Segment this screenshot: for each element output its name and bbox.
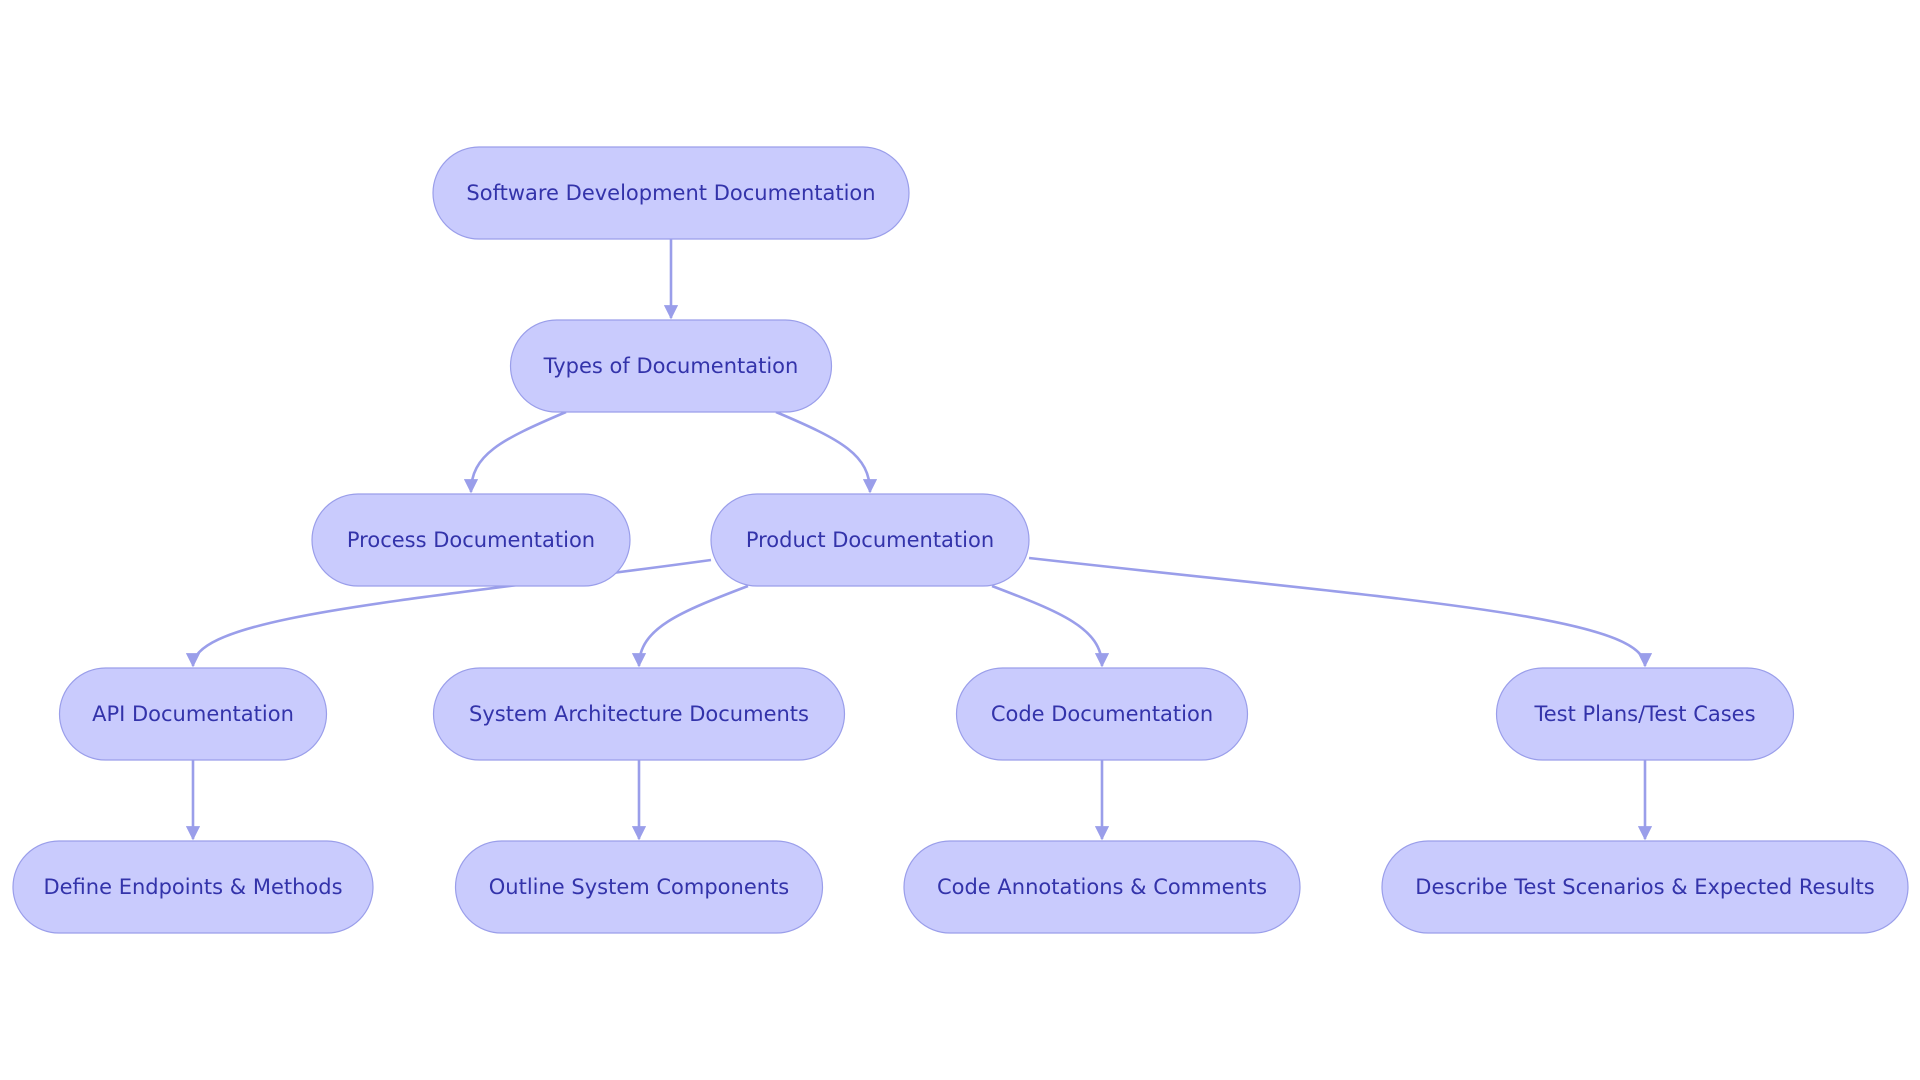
edge-types-to-product <box>775 410 878 494</box>
node-api-shape <box>58 667 328 761</box>
node-components: Outline System Components <box>454 840 824 934</box>
node-code-label: Code Documentation <box>991 702 1213 726</box>
node-annotations-label: Code Annotations & Comments <box>937 875 1267 899</box>
node-root-label: Software Development Documentation <box>466 181 875 205</box>
nodes: Software Development DocumentationTypes … <box>12 146 1909 934</box>
node-annotations-shape <box>903 840 1301 934</box>
node-root-shape <box>432 146 910 240</box>
node-code-shape <box>955 667 1249 761</box>
edge-product-to-sysarch <box>631 584 749 668</box>
node-product-shape <box>710 493 1030 587</box>
edge-product-to-code <box>991 584 1110 668</box>
node-endpoints-shape <box>12 840 374 934</box>
node-api: API Documentation <box>58 667 328 761</box>
node-test-label: Test Plans/Test Cases <box>1533 702 1755 726</box>
node-test: Test Plans/Test Cases <box>1495 667 1795 761</box>
edge-product-to-test <box>1028 556 1653 668</box>
node-endpoints: Define Endpoints & Methods <box>12 840 374 934</box>
node-scenarios-shape <box>1381 840 1909 934</box>
node-components-label: Outline System Components <box>489 875 790 899</box>
node-api-label: API Documentation <box>92 702 294 726</box>
node-sysarch: System Architecture Documents <box>432 667 846 761</box>
node-sysarch-shape <box>432 667 846 761</box>
node-types-label: Types of Documentation <box>543 354 799 378</box>
node-process-shape <box>311 493 631 587</box>
node-annotations: Code Annotations & Comments <box>903 840 1301 934</box>
node-code: Code Documentation <box>955 667 1249 761</box>
node-components-shape <box>454 840 824 934</box>
node-types: Types of Documentation <box>509 319 833 413</box>
node-product: Product Documentation <box>710 493 1030 587</box>
node-scenarios-label: Describe Test Scenarios & Expected Resul… <box>1415 875 1874 899</box>
node-process: Process Documentation <box>311 493 631 587</box>
node-types-shape <box>509 319 833 413</box>
node-process-label: Process Documentation <box>347 528 595 552</box>
node-product-label: Product Documentation <box>746 528 994 552</box>
node-endpoints-label: Define Endpoints & Methods <box>43 875 342 899</box>
node-sysarch-label: System Architecture Documents <box>469 702 809 726</box>
node-test-shape <box>1495 667 1795 761</box>
edge-types-to-process <box>463 410 567 494</box>
node-scenarios: Describe Test Scenarios & Expected Resul… <box>1381 840 1909 934</box>
node-root: Software Development Documentation <box>432 146 910 240</box>
